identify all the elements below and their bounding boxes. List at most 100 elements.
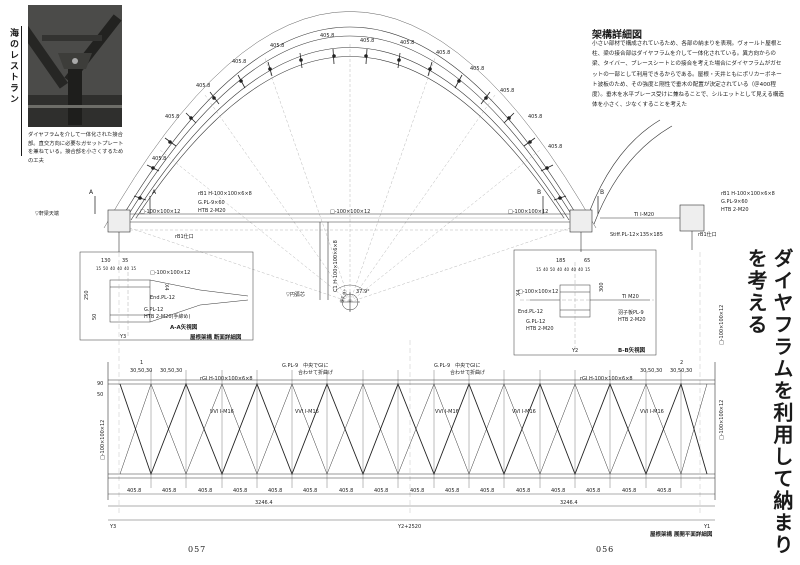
detail-b-dim: 40 bbox=[557, 267, 563, 272]
plan-brace-label: VVI I-M16 bbox=[512, 409, 536, 415]
plan-pitch: 405.8 bbox=[586, 488, 600, 494]
detail-a-dim-v: 250 bbox=[84, 290, 90, 300]
plan-label-2: 2 bbox=[680, 360, 683, 366]
plan-pitch: 405.8 bbox=[198, 488, 212, 494]
rafter-note: rB1 H-100×100×6×8 bbox=[198, 191, 252, 197]
arch-dim-label: 405.8 bbox=[320, 33, 334, 39]
plan-gpl-note: G.PL-9 中央でGIに bbox=[434, 362, 481, 369]
plan-pitch: 405.8 bbox=[551, 488, 565, 494]
detail-b-tube: □-100×100×12 bbox=[518, 289, 558, 295]
plan-gpl-note: 合わせて折曲げ bbox=[450, 369, 485, 376]
detail-a-x: X4 bbox=[163, 284, 169, 291]
gpl-note-right: G.PL-9×60 bbox=[721, 199, 748, 205]
section-mark-a: A bbox=[89, 189, 94, 196]
tie-label: TI I-M20 bbox=[633, 212, 654, 218]
detail-b-gpl: G.PL-12 bbox=[526, 319, 545, 325]
plan-sum-right: 3246.4 bbox=[560, 500, 578, 506]
photo-illustration bbox=[28, 5, 122, 127]
arch-dim-label: 405.8 bbox=[360, 38, 374, 44]
detail-a-y: Y3 bbox=[119, 334, 126, 340]
detail-a-dim: 15 bbox=[131, 266, 137, 271]
eave-label: ▽軒梁天端 bbox=[35, 210, 59, 217]
arch-dim-label: 405.8 bbox=[165, 114, 179, 120]
rafter-note-right: rB1 H-100×100×6×8 bbox=[721, 191, 775, 197]
detail-b-ti: TI M20 bbox=[621, 294, 639, 300]
detail-b-dim: 40 bbox=[564, 267, 570, 272]
post-label: C1 H-100×100×6×8 bbox=[333, 240, 339, 292]
detail-b-dim: 65 bbox=[584, 258, 590, 264]
detail-a-dim: 50 bbox=[103, 266, 109, 271]
angle-label: 37.9° bbox=[339, 288, 349, 303]
plan-sum-left: 3246.4 bbox=[255, 500, 273, 506]
plan-pitch: 405.8 bbox=[516, 488, 530, 494]
detail-b-dim: 185 bbox=[556, 258, 566, 264]
plan-dim-top-right: 30,50,30 bbox=[670, 368, 692, 374]
photo-caption: ダイヤフラムを介して一体化された接合部。直交方向に必要なガセットプレートを兼ねて… bbox=[28, 132, 124, 164]
gpl-note: G.PL-9×60 bbox=[198, 200, 225, 206]
plan-brace-label: VVI I-M16 bbox=[295, 409, 319, 415]
detail-b-dim: 40 bbox=[571, 267, 577, 272]
detail-b-dim-side: 300 bbox=[599, 282, 605, 292]
plan-beam-label: rGI H-100×100×6×8 bbox=[200, 376, 253, 382]
detail-b-htb: HTB 2-M20 bbox=[526, 326, 554, 332]
plan-dim-v: 90 bbox=[97, 381, 103, 387]
column-joint-right: rB1仕口 bbox=[698, 231, 717, 238]
section-mark-b: B bbox=[537, 189, 541, 196]
plan-caption: 屋根架構 展開平面詳細図 bbox=[650, 530, 713, 538]
detail-b-dim: 40 bbox=[543, 267, 549, 272]
stiffener-label: Stiff.PL-12×135×185 bbox=[610, 232, 663, 238]
plan-gpl-note: G.PL-9 中央でGIに bbox=[282, 362, 329, 369]
plan-dim-top-left: 30,50,30 bbox=[160, 368, 182, 374]
plan-brace-label: VVI I-M16 bbox=[435, 409, 459, 415]
plan-axis-left: Y3 bbox=[109, 524, 116, 530]
detail-a-dim: 130 bbox=[101, 258, 111, 264]
arch-dim-label: 405.8 bbox=[270, 43, 284, 49]
detail-b-dim: 40 bbox=[578, 267, 584, 272]
column-joint-left: rB1仕口 bbox=[175, 233, 194, 240]
plan-label-1: 1 bbox=[140, 360, 143, 366]
section-mark-b: B bbox=[600, 189, 604, 196]
detail-b-endpl: End.PL-12 bbox=[518, 309, 543, 315]
body-text: 小さい部材で構成されているため、各部の納まりを表現。ヴォールト屋根と柱、梁の接合… bbox=[592, 41, 784, 109]
plan-pitch: 405.8 bbox=[410, 488, 424, 494]
detail-a-dim: 40 bbox=[124, 266, 130, 271]
plan-pitch: 405.8 bbox=[657, 488, 671, 494]
page-number-left: 057 bbox=[188, 545, 207, 554]
detail-b-title: B-B矢視図 bbox=[618, 346, 646, 354]
detail-a-dim: 35 bbox=[122, 258, 128, 264]
detail-a-dim-v: 50 bbox=[92, 314, 98, 320]
detail-b-dim: 50 bbox=[550, 267, 556, 272]
arch-dim-label: 405.8 bbox=[500, 88, 514, 94]
plan-pitch: 405.8 bbox=[162, 488, 176, 494]
detail-b-rafter-pl: 羽子板PL-9 bbox=[618, 309, 644, 316]
arch-dim-label: 405.8 bbox=[470, 66, 484, 72]
plan-pitch: 405.8 bbox=[303, 488, 317, 494]
plan-brace-label: VVI I-M16 bbox=[640, 409, 664, 415]
detail-a-dim: 40 bbox=[110, 266, 116, 271]
section-mark-a: A bbox=[152, 189, 157, 196]
plan-axis-right: Y1 bbox=[703, 524, 710, 530]
detail-b-x: X4 bbox=[516, 289, 522, 296]
page-number-right: 056 bbox=[596, 545, 615, 554]
detail-a-dim: 15 bbox=[96, 266, 102, 271]
plan-pitch: 405.8 bbox=[268, 488, 282, 494]
plan-left-tube: □-100×100×12 bbox=[100, 420, 106, 460]
angle-label: 37.9° bbox=[356, 289, 370, 295]
beam-label-left: □-100×100×12 bbox=[140, 209, 180, 215]
detail-a-endpl: End.PL-12 bbox=[150, 295, 175, 301]
arc-center-label: ▽円弧芯 bbox=[286, 291, 305, 298]
htb-note-right: HTB 2-M20 bbox=[721, 207, 749, 213]
sidebar-label: 海のレストラン bbox=[8, 28, 18, 105]
plan-pitch: 405.8 bbox=[233, 488, 247, 494]
arch-dim-label: 405.8 bbox=[232, 59, 246, 65]
vertical-headline: ダイヤフラムを利用して納まりを考える bbox=[744, 248, 794, 556]
section-title: 架構詳細図 bbox=[592, 30, 642, 41]
joint-photo bbox=[28, 5, 122, 127]
beam-label-mid: □-100×100×12 bbox=[330, 209, 370, 215]
beam-label-right: □-100×100×12 bbox=[508, 209, 548, 215]
plan-right-tube: □-100×100×12 bbox=[719, 305, 725, 345]
htb-note: HTB 2-M20 bbox=[198, 208, 226, 214]
plan-pitch: 405.8 bbox=[374, 488, 388, 494]
detail-a-subtitle: 屋根架構 断面詳細図 bbox=[190, 333, 242, 341]
